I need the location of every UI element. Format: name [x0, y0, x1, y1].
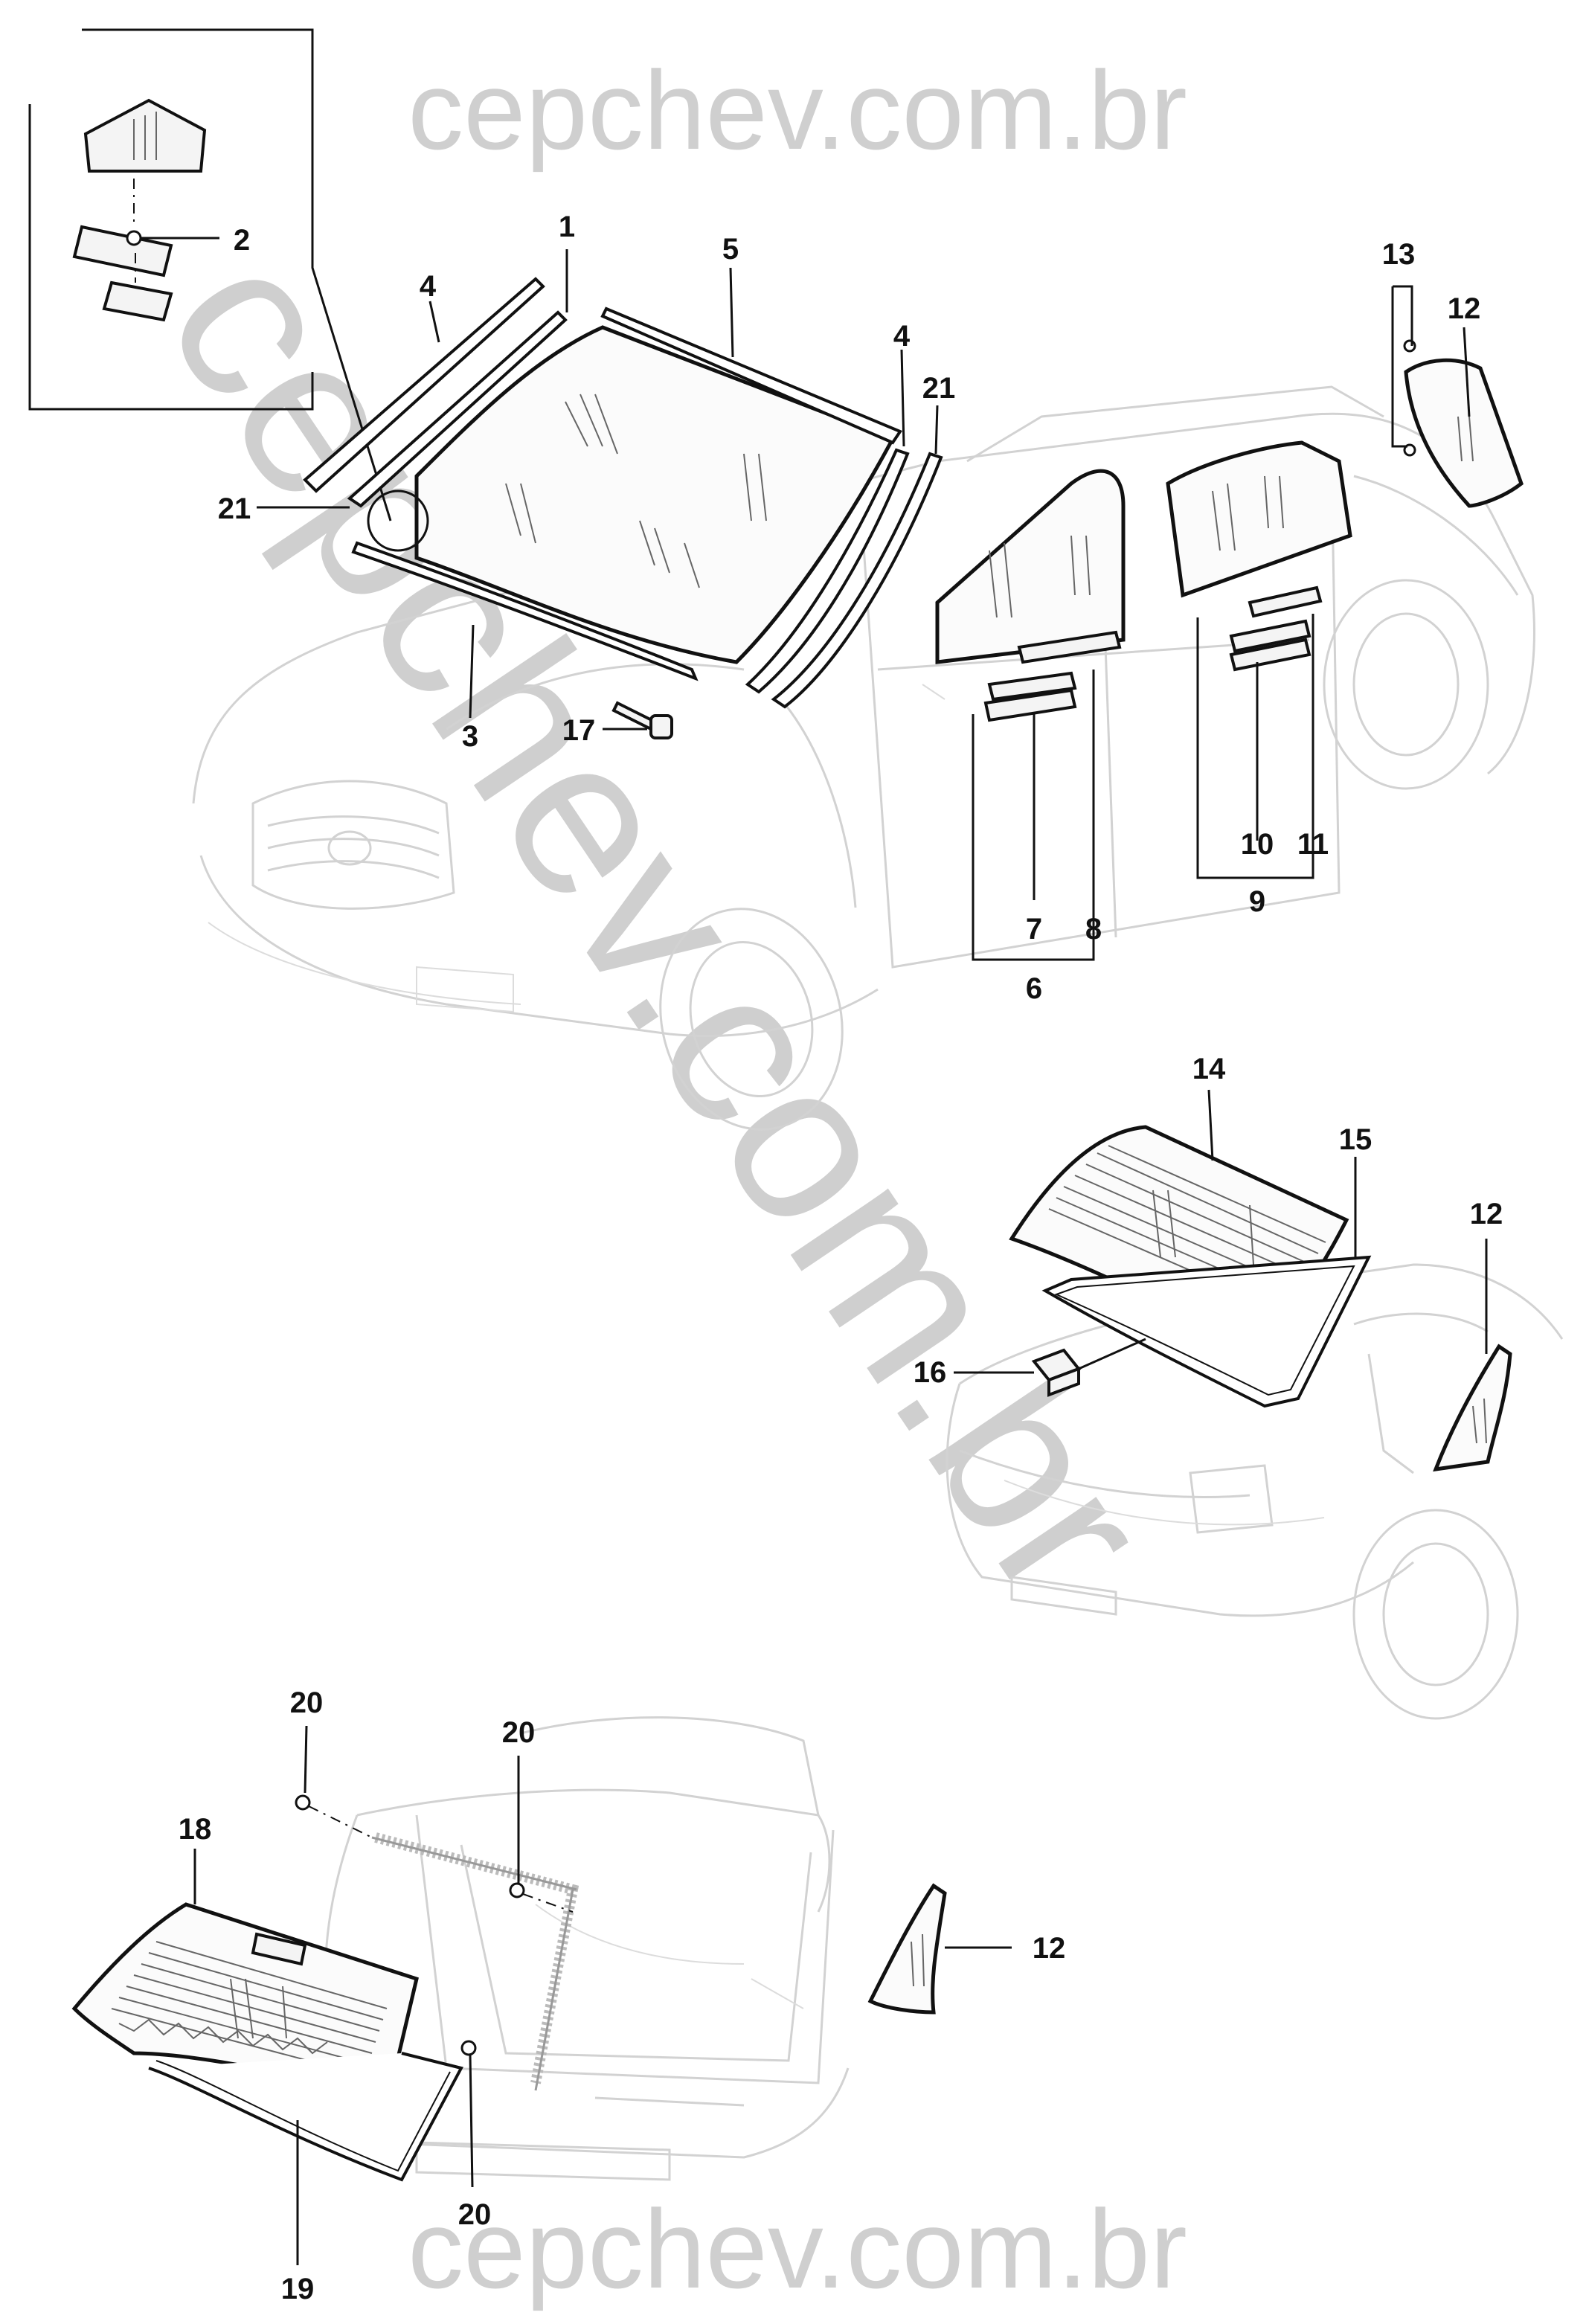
watermark-bottom: cepchev.com.br [408, 2186, 1187, 2311]
leaders-bottom [193, 1725, 1012, 2265]
callout-18: 18 [179, 1813, 212, 1846]
a-pillar-molding-left [303, 277, 545, 493]
clip-ball-a [295, 1794, 311, 1811]
callout-6: 6 [1026, 972, 1042, 1005]
lower-windshield-molding [351, 541, 699, 681]
callout-12-bottom: 12 [1033, 1932, 1066, 1965]
callout-4-left: 4 [420, 270, 437, 303]
callout-5: 5 [722, 233, 739, 266]
callout-17: 17 [562, 714, 596, 747]
callout-13: 13 [1382, 238, 1416, 271]
callout-19: 19 [281, 2273, 315, 2305]
quarter-glass-top [1403, 339, 1524, 508]
clip-part [611, 701, 673, 739]
callout-3: 3 [462, 720, 478, 753]
callout-20-b: 20 [502, 1716, 536, 1749]
callout-8: 8 [1085, 913, 1102, 946]
a-pillar-molding-right-21 [771, 452, 943, 709]
a-pillar-molding-right [745, 448, 910, 694]
callout-12-top: 12 [1448, 292, 1481, 325]
callout-20-a: 20 [290, 1686, 324, 1719]
callout-9: 9 [1249, 885, 1265, 918]
callout-14: 14 [1192, 1053, 1226, 1085]
callout-12-middle: 12 [1470, 1198, 1503, 1230]
callout-2: 2 [234, 224, 250, 257]
front-door-glass [935, 469, 1126, 722]
watermark-top: cepchev.com.br [408, 48, 1187, 173]
callout-7: 7 [1026, 913, 1042, 946]
callout-21-left: 21 [218, 492, 251, 525]
quarter-glass-hatch [867, 1883, 947, 2015]
windshield-glass [414, 325, 896, 664]
callout-20-c: 20 [458, 2198, 492, 2231]
callout-4-right: 4 [893, 320, 911, 353]
callout-16: 16 [914, 1356, 947, 1389]
inset-detail-box [28, 28, 392, 521]
quarter-glass-sedan [1433, 1344, 1512, 1472]
a-pillar-molding-left-inner [347, 310, 568, 508]
rear-windshield-seal [1041, 1255, 1372, 1408]
car-rear-hatch-ghost [324, 1716, 850, 2181]
leaders-top [257, 249, 1471, 961]
car-rear-sedan-ghost [946, 1263, 1564, 1720]
callout-labels: 1 2 3 4 4 5 6 7 8 9 10 11 12 12 12 13 14… [179, 211, 1503, 2305]
leaders-middle [954, 1089, 1488, 1374]
roof-molding [600, 306, 903, 445]
clip-ball-b [509, 1882, 525, 1898]
callout-10: 10 [1241, 828, 1274, 861]
callout-15: 15 [1339, 1123, 1372, 1156]
clip-ball-c [460, 2040, 477, 2056]
hatch-glass-seal [148, 2052, 463, 2182]
callout-21-right: 21 [922, 372, 956, 405]
detail-circle [367, 489, 429, 552]
callout-11: 11 [1297, 828, 1329, 861]
rear-door-glass [1166, 440, 1352, 672]
callout-1: 1 [559, 211, 575, 243]
tailgate-frame [371, 1832, 580, 2091]
